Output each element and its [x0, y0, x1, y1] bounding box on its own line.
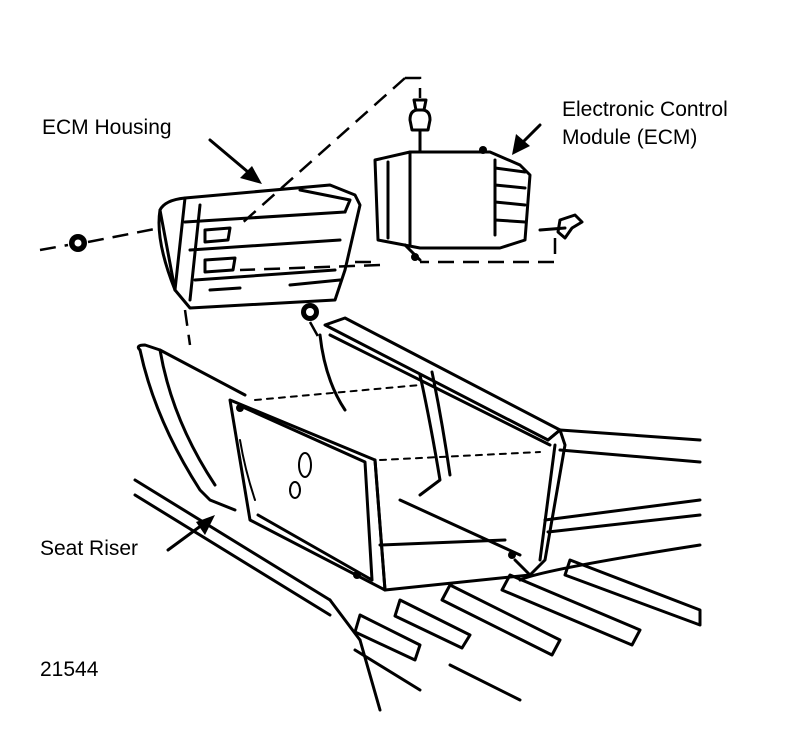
bolt-fastener	[420, 213, 584, 264]
seat-riser-frame	[136, 316, 567, 592]
seat-riser-label: Seat Riser	[40, 537, 139, 560]
floor-panel	[133, 428, 702, 712]
figure-number: 21544	[40, 658, 99, 681]
ecm-housing-label: ECM Housing	[42, 116, 172, 139]
assembly-guide-lines	[183, 77, 406, 346]
ecm-housing-arrow-icon	[240, 166, 262, 184]
nut-fastener	[39, 226, 161, 252]
ecm-module-shape	[373, 146, 532, 262]
mounting-stud	[405, 76, 432, 154]
ecm-label-line1: Electronic Control	[562, 98, 728, 121]
ecm-arrow-icon	[512, 134, 530, 155]
callout-arrows	[166, 123, 542, 552]
ecm-label-line2: Module (ECM)	[562, 126, 698, 149]
seat-riser-arrow-icon	[196, 515, 215, 535]
ecm-housing-shape	[157, 183, 362, 321]
